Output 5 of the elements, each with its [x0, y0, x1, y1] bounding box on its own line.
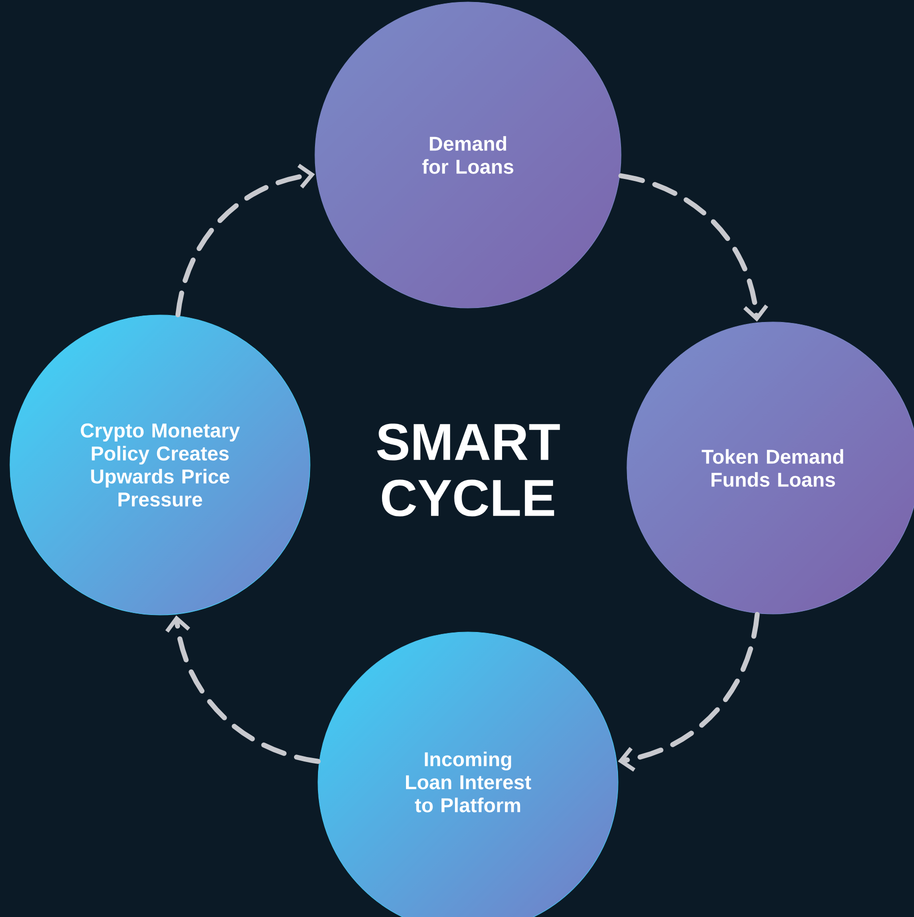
arrow — [165, 615, 321, 764]
title: SMART CYCLE — [377, 424, 560, 516]
arrow — [175, 164, 315, 318]
arrow — [618, 612, 760, 772]
arrow — [618, 173, 768, 322]
